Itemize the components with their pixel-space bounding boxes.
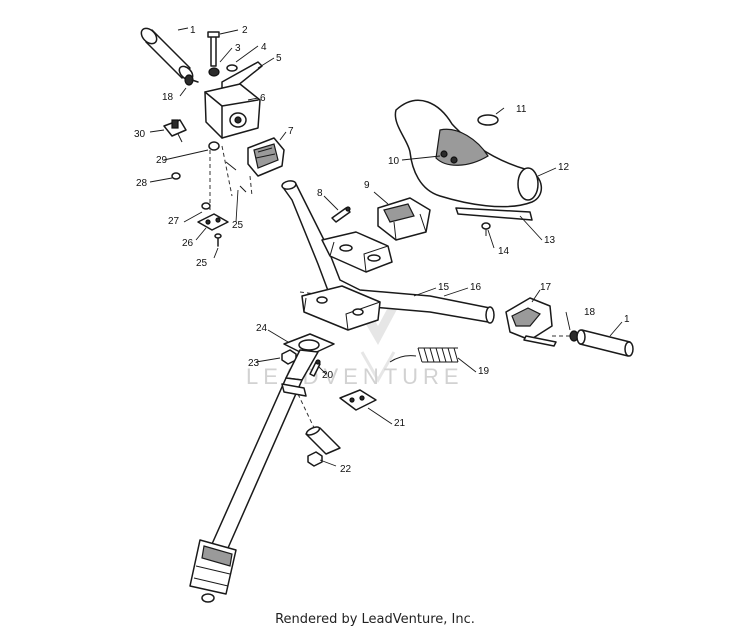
spacer-tube-part: [305, 426, 341, 467]
watermark-text: LEADVENTURE: [246, 364, 464, 389]
callout-11: 11: [516, 104, 527, 115]
bezel-part: [377, 197, 431, 241]
badge-part: [477, 114, 499, 126]
callout-25-lower: 25: [196, 258, 208, 269]
callout-2: 2: [242, 25, 248, 36]
footer-credit: Rendered by LeadVenture, Inc.: [275, 612, 475, 627]
callout-22: 22: [340, 464, 352, 475]
callout-8: 8: [317, 188, 323, 199]
callout-30: 30: [134, 129, 146, 140]
switch-part: [163, 119, 187, 143]
leader-lines: [149, 27, 623, 467]
left-grip-part: [140, 27, 194, 81]
callout-15: 15: [438, 282, 450, 293]
callout-25-upper: 25: [232, 220, 244, 231]
callout-20: 20: [322, 370, 334, 381]
callout-26: 26: [182, 238, 194, 249]
callout-27: 27: [168, 216, 180, 227]
callout-1-right: 1: [624, 314, 630, 325]
cable-bracket-part: [247, 137, 285, 177]
hood-cover-part: [394, 99, 542, 208]
callout-1-left: 1: [190, 25, 196, 36]
callout-18-left: 18: [162, 92, 174, 103]
callout-14: 14: [498, 246, 510, 257]
nut-washer-parts: [208, 64, 238, 77]
post-bolt-part: [309, 359, 321, 377]
callout-6: 6: [260, 93, 266, 104]
callout-17: 17: [540, 282, 552, 293]
screw-part: [214, 233, 222, 247]
right-grip-part: [576, 329, 634, 357]
trim-strip-part: [455, 207, 533, 221]
callout-5: 5: [276, 53, 282, 64]
throttle-housing-part: [505, 297, 557, 347]
callout-7: 7: [288, 126, 294, 137]
callout-19: 19: [478, 366, 490, 377]
bushing-bracket-part: [339, 389, 377, 411]
callout-4: 4: [261, 42, 267, 53]
callout-18-right: 18: [584, 307, 596, 318]
callout-21: 21: [394, 418, 406, 429]
callout-9: 9: [364, 180, 370, 191]
clamp-plate-part: [197, 213, 229, 231]
handlebar-bolt-part: [331, 206, 351, 223]
callout-24: 24: [256, 323, 268, 334]
hood-screw-part: [481, 222, 491, 236]
lower-clamp-part: [301, 285, 381, 331]
lever-housing-part: [204, 83, 261, 139]
upper-handlebar-clamp-part: [321, 231, 393, 273]
callout-13: 13: [544, 235, 556, 246]
bolt-part: [207, 31, 220, 67]
callout-29: 29: [156, 155, 168, 166]
left-end-plug-part: [184, 74, 199, 86]
callout-12: 12: [558, 162, 570, 173]
callout-labels: 1 2 3 4 5 6 7 8 9 10 11 12 13 14 15 16 1…: [134, 25, 630, 475]
spring-part: [389, 347, 459, 363]
callout-28: 28: [136, 178, 148, 189]
callout-10: 10: [388, 156, 400, 167]
callout-3: 3: [235, 43, 241, 54]
small-screws-parts: [171, 141, 247, 210]
steering-post-part: [189, 349, 319, 603]
callout-16: 16: [470, 282, 482, 293]
callout-23: 23: [248, 358, 260, 369]
brake-lever-part: [221, 61, 263, 91]
